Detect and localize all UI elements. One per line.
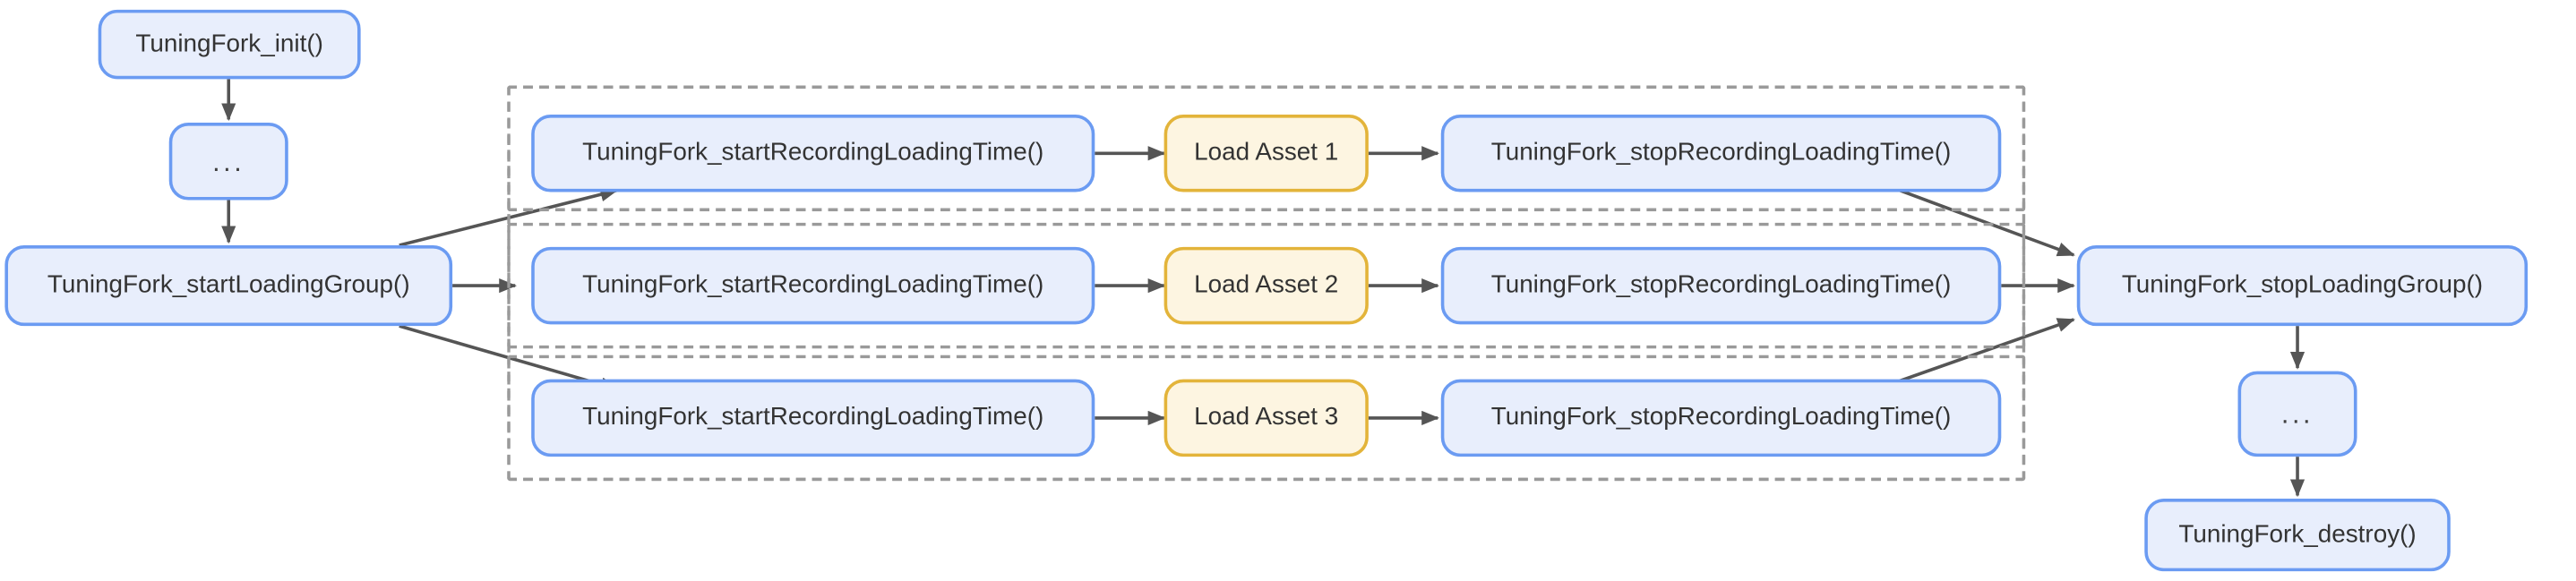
node-stop-recording-loading-time-2[interactable]: TuningFork_stopRecordingLoadingTime() xyxy=(1440,246,2002,325)
node-tuningfork-destroy[interactable]: TuningFork_destroy() xyxy=(2144,499,2451,572)
node-load-asset-2[interactable]: Load Asset 2 xyxy=(1163,246,1369,325)
node-tuningfork-start-loading-group[interactable]: TuningFork_startLoadingGroup() xyxy=(4,245,453,327)
node-tuningfork-stop-loading-group[interactable]: TuningFork_stopLoadingGroup() xyxy=(2076,245,2529,327)
node-start-recording-loading-time-2[interactable]: TuningFork_startRecordingLoadingTime() xyxy=(531,246,1095,325)
node-start-recording-loading-time-1[interactable]: TuningFork_startRecordingLoadingTime() xyxy=(531,114,1095,192)
node-tuningfork-init[interactable]: TuningFork_init() xyxy=(98,9,361,80)
subgraph-asset-row-2 xyxy=(507,222,2026,349)
subgraph-asset-row-1 xyxy=(507,85,2026,212)
node-load-asset-3[interactable]: Load Asset 3 xyxy=(1163,379,1369,457)
node-ellipsis-top[interactable]: ... xyxy=(168,123,288,201)
node-stop-recording-loading-time-1[interactable]: TuningFork_stopRecordingLoadingTime() xyxy=(1440,114,2002,192)
node-load-asset-1[interactable]: Load Asset 1 xyxy=(1163,114,1369,192)
node-ellipsis-bottom[interactable]: ... xyxy=(2237,371,2357,457)
node-start-recording-loading-time-3[interactable]: TuningFork_startRecordingLoadingTime() xyxy=(531,379,1095,457)
node-stop-recording-loading-time-3[interactable]: TuningFork_stopRecordingLoadingTime() xyxy=(1440,379,2002,457)
subgraph-asset-row-3 xyxy=(507,355,2026,482)
